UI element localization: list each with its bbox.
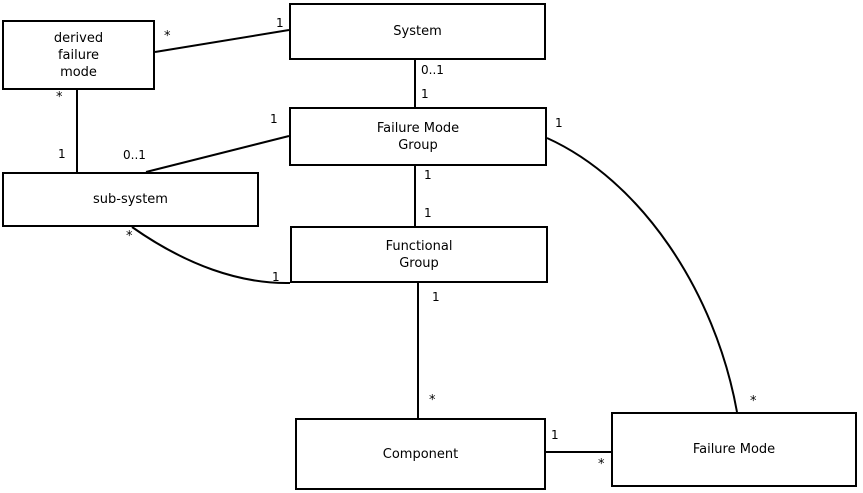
mult-fmg-subsystem-one: 1 <box>270 112 278 126</box>
mult-fg-fmg-one: 1 <box>424 206 432 220</box>
mult-fg-component-one: 1 <box>432 290 440 304</box>
class-label-system: System <box>393 24 442 39</box>
connector-sub-system-to-functional-group <box>131 226 291 285</box>
mult-dfm-system-star: * <box>164 29 171 44</box>
class-box-component[interactable]: Component <box>295 418 546 490</box>
class-box-system[interactable]: System <box>289 3 546 60</box>
mult-subsystem-fg-star: * <box>126 229 133 244</box>
mult-fm-component-star: * <box>598 457 605 472</box>
class-label-failure-mode-group: Failure Mode Group <box>376 120 460 153</box>
class-label-component: Component <box>382 446 459 462</box>
class-box-functional-group[interactable]: Functional Group <box>290 226 548 283</box>
class-label-derived-failure-mode: derived failure mode <box>53 30 104 80</box>
class-label-sub-system: sub-system <box>93 192 168 207</box>
mult-component-fg-star: * <box>429 393 436 408</box>
mult-fmg-fm-one: 1 <box>555 116 563 130</box>
connector-derived-failure-mode-to-system <box>154 29 290 53</box>
class-label-failure-mode: Failure Mode <box>692 442 776 457</box>
class-box-sub-system[interactable]: sub-system <box>2 172 259 227</box>
mult-subsystem-dfm-one: 1 <box>58 147 66 161</box>
connector-sub-system-to-failure-mode-group <box>145 135 290 173</box>
mult-subsystem-fmg-zero-one: 0..1 <box>123 148 146 162</box>
class-label-functional-group: Functional Group <box>385 238 453 271</box>
mult-component-fm-one: 1 <box>551 428 559 442</box>
class-box-failure-mode-group[interactable]: Failure Mode Group <box>289 107 547 166</box>
mult-system-fmg-zero-one: 0..1 <box>421 63 444 77</box>
mult-fm-fmg-star: * <box>750 394 757 409</box>
mult-fg-subsystem-one: 1 <box>272 270 280 284</box>
mult-dfm-subsystem-star: * <box>56 90 63 105</box>
mult-fmg-system-one: 1 <box>421 87 429 101</box>
class-box-failure-mode[interactable]: Failure Mode <box>611 412 857 487</box>
class-box-derived-failure-mode[interactable]: derived failure mode <box>2 20 155 90</box>
connector-failure-mode-group-to-failure-mode <box>546 137 738 413</box>
mult-system-dfm-one: 1 <box>276 16 284 30</box>
mult-fmg-fg-one: 1 <box>424 168 432 182</box>
